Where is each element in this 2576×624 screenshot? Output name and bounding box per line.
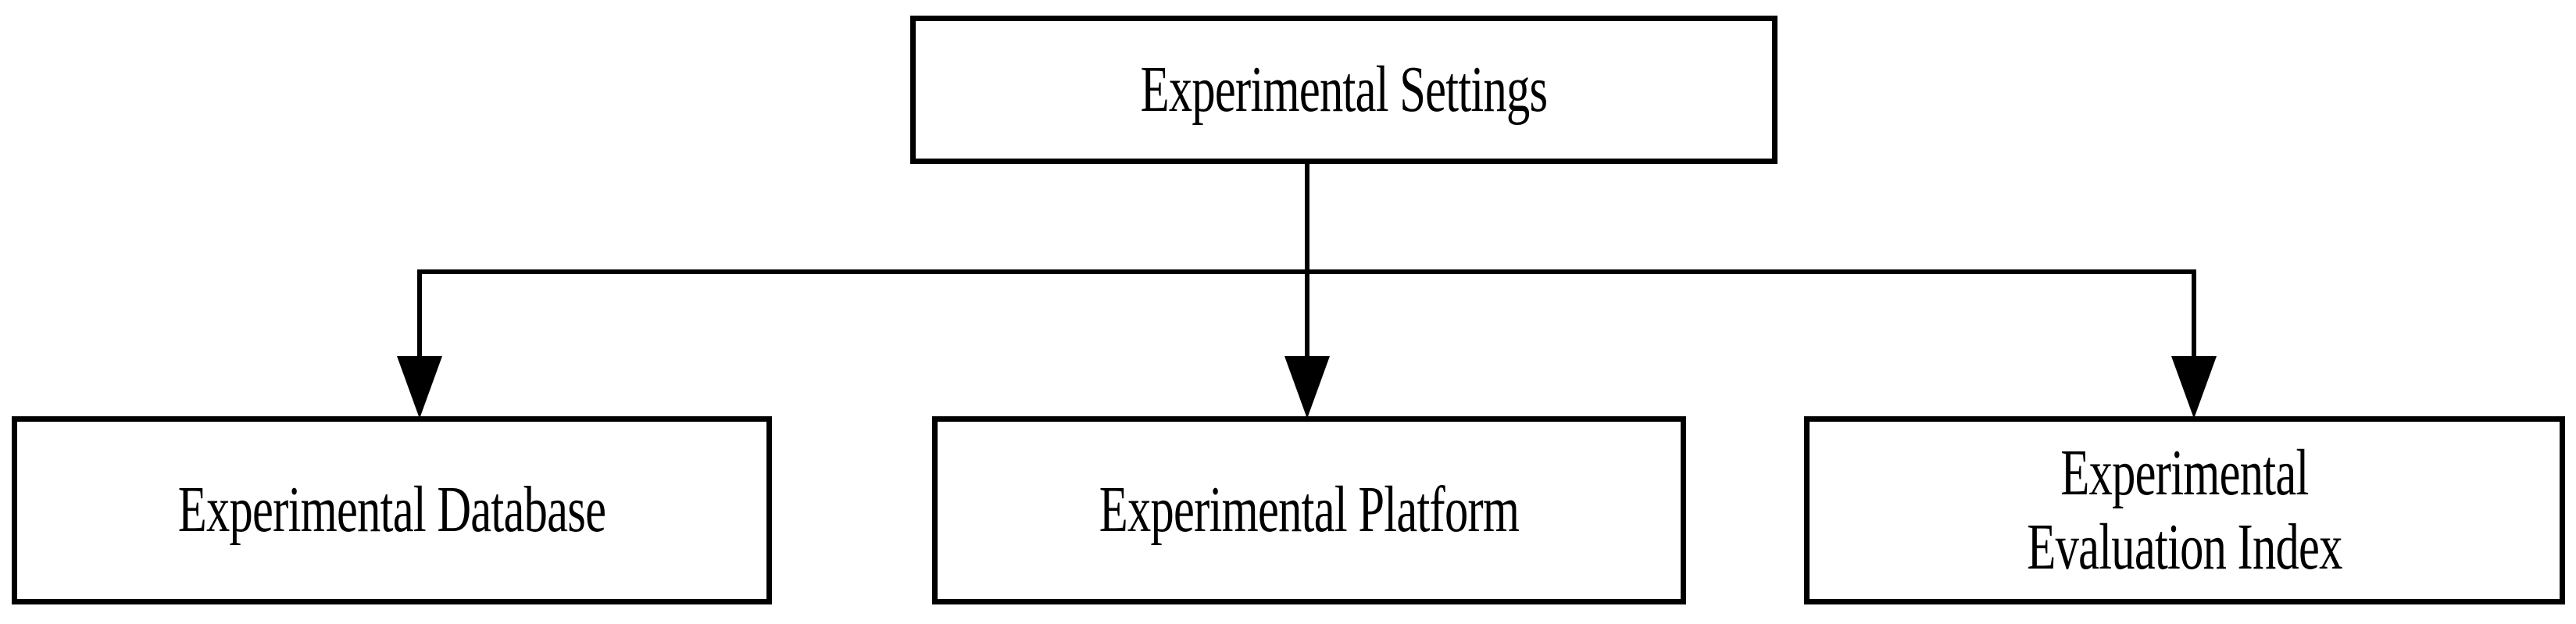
connector-drop-evaluation-index [2192, 269, 2196, 359]
down-arrowhead-icon-database [397, 356, 442, 419]
connector-drop-platform [1305, 269, 1309, 359]
node-experimental-settings[interactable]: Experimental Settings [910, 16, 1777, 164]
connector-drop-database [417, 269, 422, 359]
node-experimental-platform[interactable]: Experimental Platform [932, 416, 1686, 604]
down-arrowhead-icon-evaluation-index [2171, 356, 2217, 419]
node-label-experimental-platform: Experimental Platform [1099, 473, 1520, 547]
node-label-experimental-evaluation-index: Experimental Evaluation Index [2027, 437, 2342, 583]
node-label-experimental-settings: Experimental Settings [1140, 52, 1548, 126]
node-experimental-evaluation-index[interactable]: Experimental Evaluation Index [1804, 416, 2565, 604]
node-experimental-database[interactable]: Experimental Database [12, 416, 772, 604]
node-label-experimental-database: Experimental Database [177, 473, 606, 547]
down-arrowhead-icon-platform [1284, 356, 1330, 419]
connector-root-stem [1305, 162, 1309, 274]
